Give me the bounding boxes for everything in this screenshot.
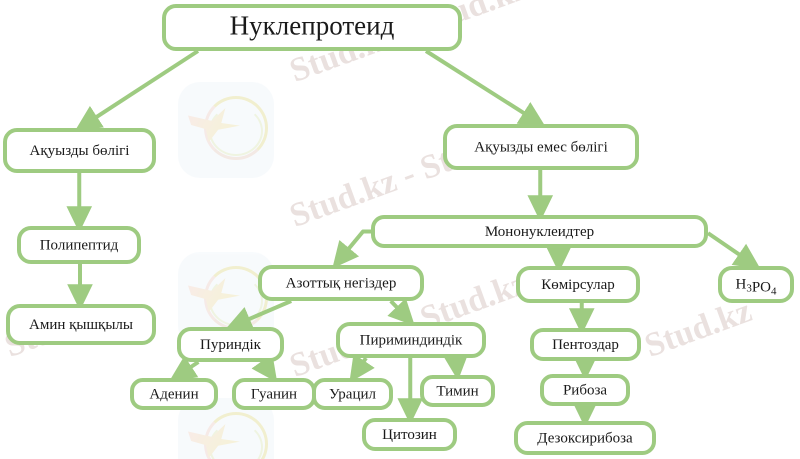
node-deoxyribose[interactable]: Дезоксирибоза [514,421,656,455]
node-purine[interactable]: Пуриндік [177,327,284,362]
edge-nitrogen-base-to-pyrimidine [387,298,415,327]
node-pyrimidine[interactable]: Пириминдиндік [336,322,486,358]
node-box [530,328,641,361]
node-box [371,215,708,248]
node-polypeptide[interactable]: Полипептид [17,226,141,264]
node-box [516,266,640,303]
edge-pyrimidine-to-thymine [442,353,469,381]
edge-nucleoprotein-to-protein-part [74,49,200,132]
node-pentose[interactable]: Пентоздар [530,328,641,361]
edge-pyrimidine-to-uracil [349,353,375,383]
node-label: Тимин [436,383,478,399]
node-box [3,128,156,173]
node-box [130,378,218,410]
node-box [17,226,141,264]
node-guanine[interactable]: Гуанин [232,378,316,410]
node-box [6,304,156,345]
node-label: Урацил [329,386,377,402]
node-label: Пириминдиндік [360,332,463,348]
node-nonprotein[interactable]: Ақуызды емес бөлігі [443,124,639,170]
edge-purine-to-guanine [251,353,278,383]
edges-group [66,49,761,428]
node-label: Мононуклеидтер [485,224,594,240]
edge-mononucleotide-to-nitrogen-base [332,229,371,269]
edge-mononucleotide-to-phosphoric [706,231,761,270]
node-box [177,327,284,362]
node-label: Пентоздар [552,337,619,353]
node-label: Пуриндік [200,337,262,353]
node-label: Рибоза [563,382,607,398]
node-box [514,421,656,455]
node-box [336,322,486,358]
node-label: Ақуызды бөлігі [30,143,130,159]
node-box [443,124,639,170]
node-label: Дезоксирибоза [537,430,633,446]
node-box [540,374,630,406]
edge-nucleoprotein-to-nonprotein [424,49,546,128]
node-nitrogen-base[interactable]: Азоттық негіздер [258,265,424,301]
node-adenine[interactable]: Аденин [130,378,218,410]
node-label: H3PO4 [735,277,777,297]
node-box [362,418,457,451]
node-label: Аденин [149,386,198,402]
node-aminoacid[interactable]: Амин қышқылы [6,304,156,345]
node-box [258,265,424,301]
edge-nitrogen-base-to-purine [225,299,292,331]
node-label: Ақуызды емес бөлігі [474,139,608,155]
node-uracil[interactable]: Урацил [312,378,393,410]
node-nucleoprotein[interactable]: Нуклепротеид [162,4,462,51]
node-label: Гуанин [251,386,297,402]
node-mononucleotide[interactable]: Мононуклеидтер [371,215,708,248]
node-protein-part[interactable]: Ақуызды бөлігі [3,128,156,173]
node-ribose[interactable]: Рибоза [540,374,630,406]
node-carbohydrate[interactable]: Көмірсулар [516,266,640,303]
edge-purine-to-adenine [169,355,200,382]
node-box [162,4,462,51]
node-thymine[interactable]: Тимин [420,375,495,407]
node-label: Цитозин [382,427,437,443]
node-cytosine[interactable]: Цитозин [362,418,457,451]
node-label: Полипептид [40,237,119,253]
node-box [718,266,794,303]
node-box [420,375,495,407]
node-label: Амин қышқылы [29,317,133,333]
node-label: Көмірсулар [541,277,615,293]
node-label: Нуклепротеид [230,11,395,41]
node-box [312,378,393,410]
node-phosphoric[interactable]: H3PO4 [718,266,794,303]
node-label: Азоттық негіздер [286,275,397,291]
